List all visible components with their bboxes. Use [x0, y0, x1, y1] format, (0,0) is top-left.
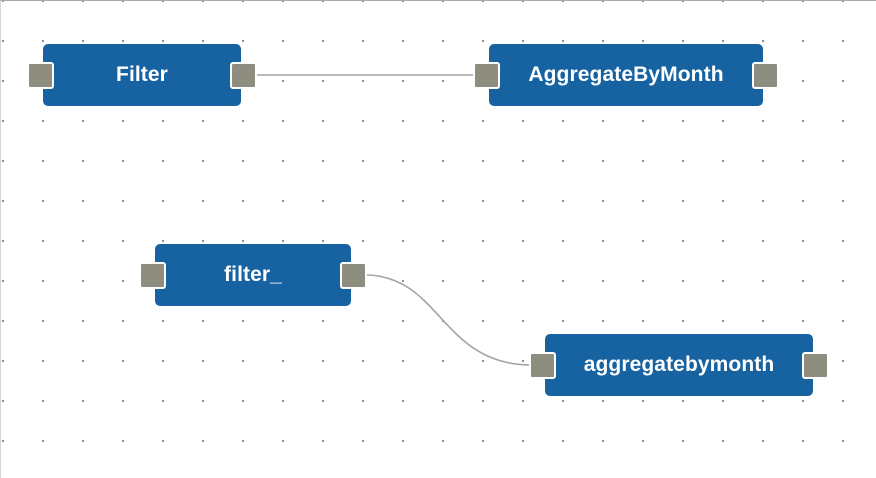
node-label: Filter [116, 63, 168, 86]
output-port[interactable] [802, 352, 829, 379]
input-port[interactable] [27, 62, 54, 89]
output-port[interactable] [340, 262, 367, 289]
output-port[interactable] [752, 62, 779, 89]
node-label: AggregateByMonth [528, 63, 724, 86]
input-port[interactable] [139, 262, 166, 289]
input-port[interactable] [529, 352, 556, 379]
input-port[interactable] [473, 62, 500, 89]
connection-filter_-to-aggregatebymonth-lower[interactable] [364, 274, 532, 366]
node-label: filter_ [224, 263, 282, 286]
output-port[interactable] [230, 62, 257, 89]
node-aggregatebymonth-lower[interactable]: aggregatebymonth [529, 334, 829, 396]
node-aggregatebymonth[interactable]: AggregateByMonth [473, 44, 779, 106]
node-label: aggregatebymonth [583, 353, 775, 376]
node-filter-underscore[interactable]: filter_ [139, 244, 367, 306]
node-filter[interactable]: Filter [27, 44, 257, 106]
